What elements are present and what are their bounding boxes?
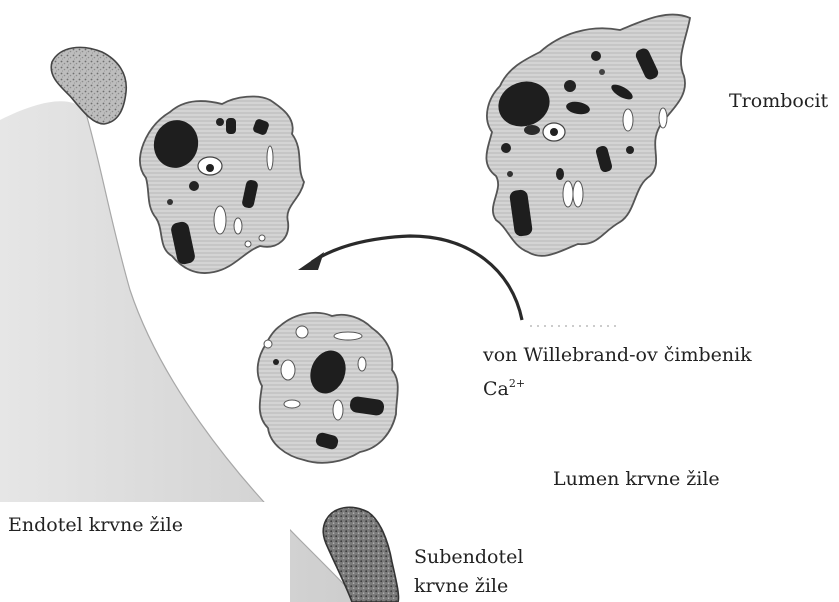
label-calcium: Ca2+	[483, 372, 525, 401]
label-von-willebrand-factor: von Willebrand-ov čimbenik	[483, 344, 752, 367]
label-subendotel-line1: Subendotel	[414, 546, 523, 569]
label-calcium-symbol: Ca	[483, 378, 509, 400]
label-lumen: Lumen krvne žile	[553, 468, 720, 491]
label-subendotel-line2: krvne žile	[414, 575, 508, 598]
adhesion-arrow	[312, 236, 522, 320]
platelet-activated	[258, 313, 398, 463]
platelet-adhering	[140, 97, 304, 274]
platelet-resting	[486, 15, 690, 256]
adhesion-arrowhead	[298, 252, 324, 270]
label-trombocit: Trombocit	[729, 90, 828, 113]
label-endotel: Endotel krvne žile	[8, 514, 183, 537]
label-calcium-charge: 2+	[509, 377, 525, 390]
